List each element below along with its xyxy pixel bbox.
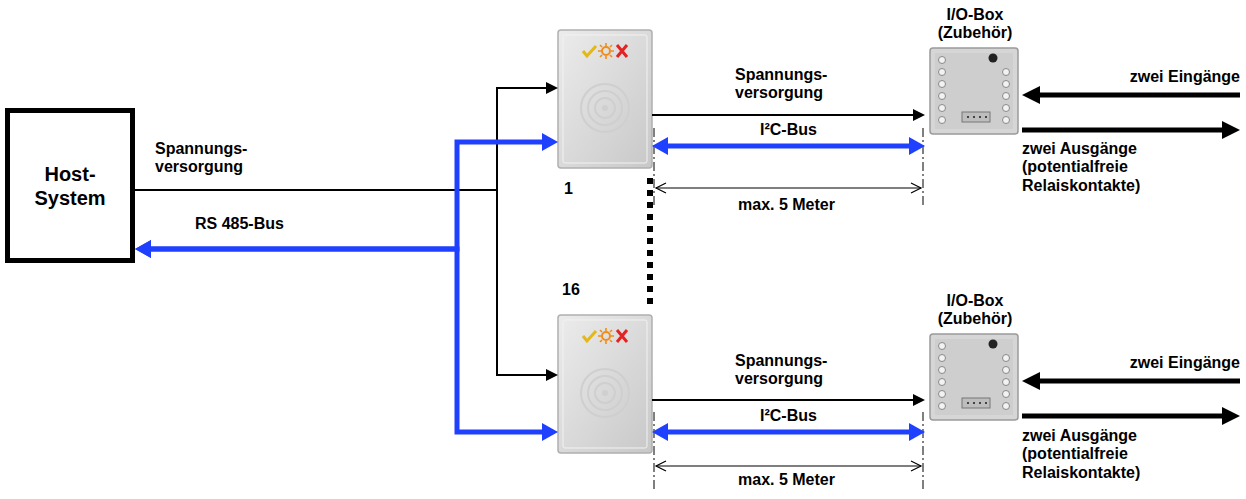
reader-image <box>558 315 652 453</box>
error-icon <box>617 45 627 57</box>
arrow-head <box>652 423 668 441</box>
dimension-line <box>656 183 921 471</box>
dimension-label: max. 5 Meter <box>738 196 835 214</box>
arrow-head <box>135 240 151 258</box>
arrow-head <box>909 423 925 441</box>
output-label: zwei Ausgänge (potentialfreie Relaiskont… <box>1022 140 1167 195</box>
antenna-ring <box>595 98 615 118</box>
power-connector <box>135 190 558 381</box>
dimension-extension-lines <box>654 128 923 490</box>
io-box: I/O-Box (Zubehör) <box>925 2 1025 140</box>
data-bus-connector <box>135 240 558 441</box>
host-system-title: Host- System <box>20 162 120 210</box>
power-connector <box>652 394 925 406</box>
input-label: zwei Eingänge <box>1080 354 1240 372</box>
supply-label: Spannungs- versorgung <box>735 66 855 103</box>
data-bus-connector <box>652 137 925 155</box>
arrow-head <box>546 369 558 381</box>
terminal-screws <box>939 57 1010 124</box>
data-bus-connector <box>652 423 925 441</box>
antenna-center <box>602 105 608 111</box>
io-box-image <box>930 48 1018 134</box>
dimension-label: max. 5 Meter <box>738 471 835 489</box>
arrow-head <box>913 109 925 121</box>
io-box-title: I/O-Box (Zubehör) <box>925 292 1025 329</box>
arrow-head <box>135 240 151 258</box>
mounting-hole <box>989 54 998 63</box>
connector-line <box>652 399 914 401</box>
supply-label: Spannungs- versorgung <box>735 352 855 389</box>
antenna-ring <box>588 91 622 125</box>
connector-line <box>135 190 547 375</box>
connector-socket <box>962 112 990 122</box>
io-box: I/O-Box (Zubehör) <box>925 288 1025 426</box>
callout-number: 16 <box>562 281 580 299</box>
arrow-head <box>546 82 558 94</box>
supply-label: Spannungs- versorgung <box>155 140 275 177</box>
arrow-head <box>542 133 558 151</box>
connector-line <box>667 430 910 435</box>
power-connector <box>135 82 558 190</box>
connector-line <box>652 114 914 116</box>
reader-device: 1 <box>558 30 652 168</box>
connector-pins <box>967 116 987 118</box>
arrow-head <box>542 423 558 441</box>
arrow-head <box>652 137 668 155</box>
io-box-image <box>930 334 1018 420</box>
antenna-ring <box>581 84 629 132</box>
reader-housing <box>558 30 652 168</box>
power-connector <box>652 109 925 121</box>
reader-device: 16 <box>558 315 652 453</box>
input-label: zwei Eingänge <box>1080 68 1240 86</box>
connector-line <box>150 142 543 249</box>
connector-line <box>150 249 543 432</box>
busy-icon <box>602 47 610 55</box>
continuation-dots <box>647 178 653 306</box>
connector-line <box>135 88 547 190</box>
busy-icon-rays <box>598 43 614 59</box>
io-box-title: I/O-Box (Zubehör) <box>925 6 1025 43</box>
arrow-head <box>913 394 925 406</box>
reader-bezel <box>563 35 647 163</box>
bus-label: I²C-Bus <box>760 121 817 139</box>
host-system-box: Host- System <box>5 108 135 263</box>
io-signal-arrows <box>1022 86 1240 425</box>
connector-line <box>667 144 910 149</box>
output-label: zwei Ausgänge (potentialfreie Relaiskont… <box>1022 427 1167 482</box>
data-bus-connector <box>135 133 558 258</box>
ok-icon <box>583 46 596 56</box>
arrow-head <box>909 137 925 155</box>
io-box-face <box>935 53 1013 129</box>
bus-label: I²C-Bus <box>760 407 817 425</box>
io-box-housing <box>930 48 1018 134</box>
callout-number: 1 <box>564 180 573 198</box>
bus-label: RS 485-Bus <box>195 215 284 233</box>
reader-image <box>558 30 652 168</box>
